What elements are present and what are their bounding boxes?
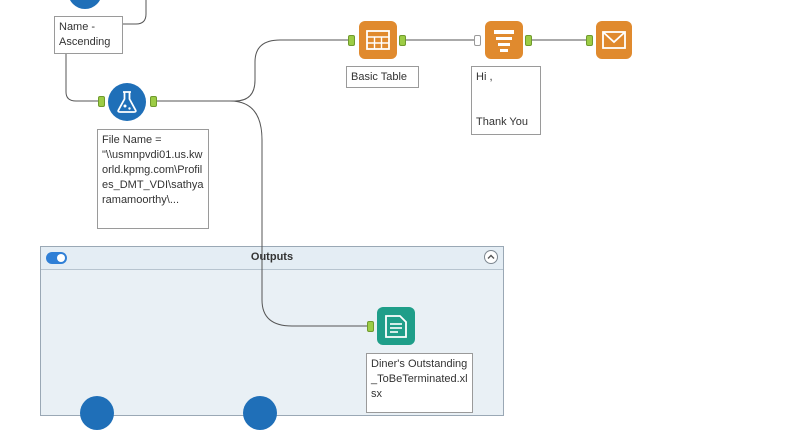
tool-icon[interactable] bbox=[242, 395, 278, 431]
container-enable-toggle[interactable] bbox=[46, 252, 67, 264]
output-annotation: Diner's Outstanding_ToBeTerminated.xlsx bbox=[366, 353, 473, 413]
container-collapse-button[interactable] bbox=[484, 250, 498, 264]
directory-tool[interactable] bbox=[107, 82, 147, 122]
table-input-anchor[interactable] bbox=[348, 35, 355, 46]
email-tool[interactable] bbox=[596, 21, 632, 59]
sort-annotation: Name - Ascending bbox=[54, 16, 123, 54]
table-icon bbox=[359, 21, 397, 59]
output-tool-input-anchor[interactable] bbox=[367, 321, 374, 332]
table-output-anchor[interactable] bbox=[399, 35, 406, 46]
directory-annotation: File Name = "\\usmnpvdi01.us.kworld.kpmg… bbox=[97, 129, 209, 229]
envelope-icon bbox=[596, 21, 632, 59]
input-anchor[interactable] bbox=[98, 96, 105, 107]
toggle-knob bbox=[57, 254, 65, 262]
flask-icon bbox=[108, 83, 146, 121]
layout-output-anchor[interactable] bbox=[525, 35, 532, 46]
output-anchor[interactable] bbox=[150, 96, 157, 107]
sort-tool[interactable] bbox=[65, 0, 105, 12]
sort-icon bbox=[70, 0, 100, 9]
layout-tool[interactable] bbox=[485, 21, 523, 59]
email-input-anchor[interactable] bbox=[586, 35, 593, 46]
container-header[interactable]: Outputs bbox=[41, 247, 503, 270]
output-tool[interactable] bbox=[377, 307, 415, 345]
chevron-up-icon bbox=[487, 254, 495, 259]
container-title: Outputs bbox=[250, 251, 294, 263]
flask-icon[interactable] bbox=[79, 395, 115, 431]
layout-icon bbox=[485, 21, 523, 59]
output-icon bbox=[377, 307, 415, 345]
layout-input-anchor[interactable] bbox=[474, 35, 481, 46]
layout-annotation: Hi , Thank You bbox=[471, 66, 541, 135]
table-tool[interactable] bbox=[359, 21, 397, 59]
table-annotation: Basic Table bbox=[346, 66, 419, 88]
